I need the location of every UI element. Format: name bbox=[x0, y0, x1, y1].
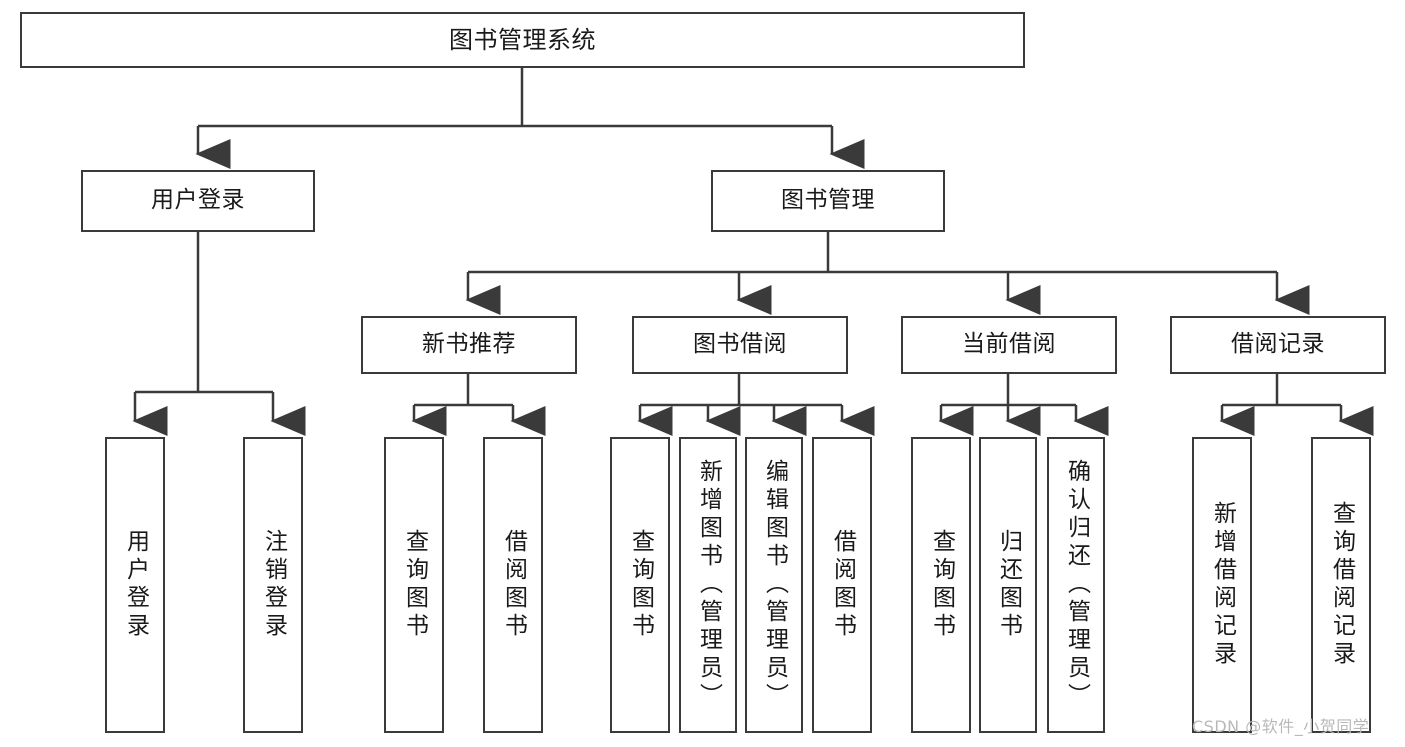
node-leaf-confirm-return[interactable]: 确认归还（管理员） bbox=[1047, 437, 1105, 733]
node-leaf-borrow-book-2[interactable]: 借阅图书 bbox=[812, 437, 872, 733]
node-leaf-query-book-2[interactable]: 查询图书 bbox=[610, 437, 670, 733]
node-label: 新增图书（管理员） bbox=[695, 459, 722, 711]
node-label: 借阅图书 bbox=[829, 529, 856, 641]
node-current-borrow[interactable]: 当前借阅 bbox=[901, 316, 1117, 374]
node-book-borrow[interactable]: 图书借阅 bbox=[632, 316, 848, 374]
node-label: 图书管理系统 bbox=[449, 25, 596, 54]
node-leaf-borrow-book-1[interactable]: 借阅图书 bbox=[483, 437, 543, 733]
node-leaf-query-borrow-record[interactable]: 查询借阅记录 bbox=[1311, 437, 1371, 733]
node-label: 查询图书 bbox=[928, 529, 955, 641]
node-label: 当前借阅 bbox=[962, 331, 1056, 358]
node-leaf-user-login[interactable]: 用户登录 bbox=[105, 437, 165, 733]
node-label: 借阅图书 bbox=[500, 529, 527, 641]
node-label: 确认归还（管理员） bbox=[1063, 459, 1090, 711]
node-new-book-recommend[interactable]: 新书推荐 bbox=[361, 316, 577, 374]
node-root-system[interactable]: 图书管理系统 bbox=[20, 12, 1025, 68]
node-leaf-edit-book[interactable]: 编辑图书（管理员） bbox=[745, 437, 803, 733]
node-label: 用户登录 bbox=[122, 529, 149, 641]
node-label: 图书管理 bbox=[781, 187, 875, 214]
node-label: 注销登录 bbox=[260, 529, 287, 641]
node-user-login[interactable]: 用户登录 bbox=[81, 170, 315, 232]
node-label: 编辑图书（管理员） bbox=[761, 459, 788, 711]
node-label: 新增借阅记录 bbox=[1209, 501, 1236, 669]
node-label: 归还图书 bbox=[995, 529, 1022, 641]
node-borrow-record[interactable]: 借阅记录 bbox=[1170, 316, 1386, 374]
node-leaf-add-borrow-record[interactable]: 新增借阅记录 bbox=[1192, 437, 1252, 733]
node-label: 用户登录 bbox=[151, 187, 245, 214]
node-leaf-add-book[interactable]: 新增图书（管理员） bbox=[679, 437, 737, 733]
node-label: 查询图书 bbox=[401, 529, 428, 641]
node-label: 借阅记录 bbox=[1231, 331, 1325, 358]
node-label: 查询借阅记录 bbox=[1328, 501, 1355, 669]
node-book-manage[interactable]: 图书管理 bbox=[711, 170, 945, 232]
node-leaf-return-book[interactable]: 归还图书 bbox=[979, 437, 1037, 733]
node-leaf-query-book-1[interactable]: 查询图书 bbox=[384, 437, 444, 733]
node-leaf-query-book-3[interactable]: 查询图书 bbox=[911, 437, 971, 733]
node-label: 查询图书 bbox=[627, 529, 654, 641]
node-label: 图书借阅 bbox=[693, 331, 787, 358]
watermark: CSDN @软件_小贺同学 bbox=[1192, 717, 1370, 736]
node-label: 新书推荐 bbox=[422, 331, 516, 358]
node-leaf-logout-login[interactable]: 注销登录 bbox=[243, 437, 303, 733]
